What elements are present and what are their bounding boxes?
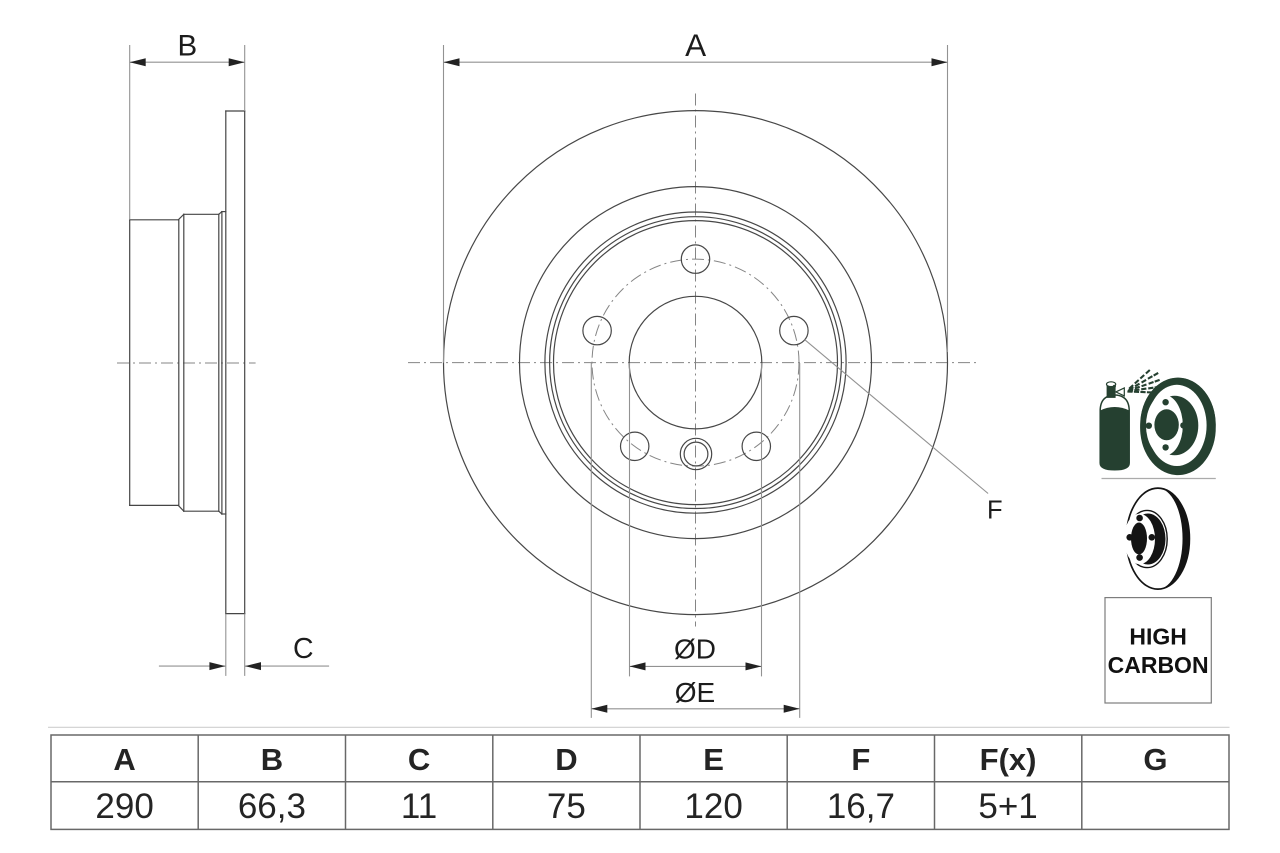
svg-text:5+1: 5+1 [978,787,1037,826]
svg-text:E: E [703,742,724,777]
svg-text:11: 11 [401,787,437,826]
svg-text:G: G [1143,742,1167,777]
svg-text:F: F [987,497,1003,525]
svg-text:C: C [293,633,314,665]
svg-text:66,3: 66,3 [238,787,306,826]
svg-text:ØD: ØD [674,633,716,664]
svg-text:B: B [177,30,197,63]
svg-text:F(x): F(x) [980,742,1037,777]
svg-text:A: A [685,27,706,63]
svg-text:290: 290 [95,787,153,826]
svg-text:CARBON: CARBON [1108,652,1209,678]
svg-text:F: F [851,742,870,777]
svg-text:D: D [555,742,577,777]
svg-text:C: C [408,742,430,777]
svg-text:HIGH: HIGH [1129,624,1187,650]
svg-text:16,7: 16,7 [827,787,895,826]
svg-text:A: A [113,742,135,777]
svg-text:75: 75 [547,787,586,826]
svg-text:ØE: ØE [675,677,715,708]
svg-text:120: 120 [684,787,742,826]
svg-text:B: B [261,742,283,777]
